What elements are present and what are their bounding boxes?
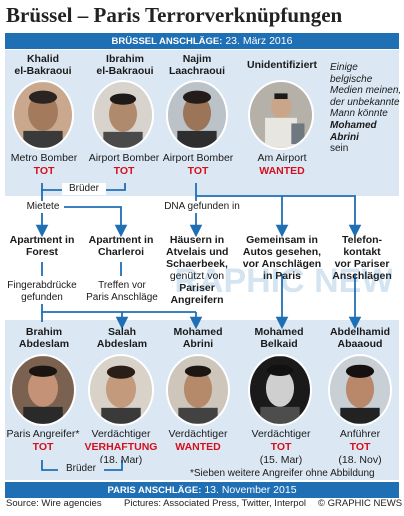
paris-attack-banner: Paris Anschläge: 13. November 2015 bbox=[5, 482, 399, 498]
banner-label: Brüssel Anschläge: bbox=[111, 36, 223, 47]
apartment-charleroi: Apartment in Charleroi bbox=[88, 234, 154, 258]
brothers-label-bottom: Brüder bbox=[58, 463, 104, 475]
apartment-forest: Apartment in Forest bbox=[9, 234, 75, 258]
suspect-role: Metro Bomber bbox=[10, 152, 78, 164]
suspect-name: Salah Abdeslam bbox=[96, 326, 148, 350]
suspect-date: (18. Mar) bbox=[99, 454, 143, 466]
graphic-news-credit: © GRAPHIC NEWS bbox=[318, 498, 403, 509]
footnote: *Sieben weitere Angreifer ohne Abbildung bbox=[190, 468, 375, 479]
suspect-status: TOT bbox=[187, 165, 209, 177]
suspect-photo bbox=[166, 354, 230, 426]
suspect-photo bbox=[12, 80, 74, 150]
suspect-status: WANTED bbox=[259, 165, 305, 177]
suspect-name: Mohamed Belkaid bbox=[254, 326, 304, 350]
banner-date: 13. November 2015 bbox=[204, 484, 297, 496]
suspect-name: Abdelhamid Abaaoud bbox=[329, 326, 391, 350]
suspect-photo bbox=[248, 80, 314, 150]
banner-date: 23. März 2016 bbox=[225, 35, 293, 47]
page-title: Brüssel – Paris Terrorverknüpfungen bbox=[6, 3, 343, 27]
suspect-date: (18. Nov) bbox=[338, 454, 382, 466]
suspect-status: VERHAFTUNG bbox=[84, 441, 158, 453]
suspect-status: TOT bbox=[270, 441, 292, 453]
suspect-date: (15. Mar) bbox=[259, 454, 303, 466]
pictures-credit: Pictures: Associated Press, Twitter, Int… bbox=[124, 498, 306, 509]
fingerprints-label: Fingerabdrücke gefunden bbox=[2, 280, 82, 303]
suspect-photo bbox=[88, 354, 154, 426]
suspect-role: Am Airport bbox=[257, 152, 307, 164]
suspect-role: Anführer bbox=[339, 428, 381, 440]
suspect-name: Brahim Abdeslam bbox=[18, 326, 70, 350]
abrini-note: Einige belgische Medien meinen, der unbe… bbox=[330, 62, 402, 155]
suspect-photo bbox=[328, 354, 392, 426]
suspect-role: Paris Angreifer* bbox=[6, 428, 80, 440]
suspect-status: WANTED bbox=[175, 441, 221, 453]
suspect-name: Khalid el-Bakraoui bbox=[14, 53, 72, 77]
suspect-status: TOT bbox=[32, 441, 54, 453]
banner-label: Paris Anschläge: bbox=[107, 485, 202, 496]
suspect-role: Verdächtiger bbox=[168, 428, 228, 440]
suspect-status: TOT bbox=[349, 441, 371, 453]
suspect-photo bbox=[10, 354, 76, 426]
suspect-name: Ibrahim el-Bakraoui bbox=[96, 53, 154, 77]
phone-contact-box: Telefon- kontakt vor Pariser Anschlägen bbox=[332, 234, 392, 282]
brussels-attack-banner: Brüssel Anschläge: 23. März 2016 bbox=[5, 33, 399, 49]
meeting-label: Treffen vor Paris Anschläge bbox=[80, 280, 164, 303]
suspect-status: TOT bbox=[33, 165, 55, 177]
suspect-role: Verdächtiger bbox=[251, 428, 311, 440]
dna-label: DNA gefunden in bbox=[160, 201, 244, 213]
rented-label: Mietete bbox=[22, 201, 64, 213]
suspect-photo bbox=[166, 80, 228, 150]
suspect-role: Verdächtiger bbox=[91, 428, 151, 440]
cars-box: Gemeinsam in Autos gesehen, vor Anschläg… bbox=[242, 234, 322, 282]
suspect-name: Najim Laachraoui bbox=[168, 53, 226, 77]
suspect-photo bbox=[248, 354, 312, 426]
brothers-label-top: Brüder bbox=[62, 183, 106, 195]
source-credit: Source: Wire agencies bbox=[6, 498, 102, 509]
suspect-status: TOT bbox=[113, 165, 135, 177]
suspect-role: Airport Bomber bbox=[88, 152, 160, 164]
suspect-name: Mohamed Abrini bbox=[173, 326, 223, 350]
suspect-role: Airport Bomber bbox=[162, 152, 234, 164]
suspect-name: Unidentifiziert bbox=[247, 59, 317, 71]
houses-box: Häusern in Atvelais und Schaerbeek, genü… bbox=[166, 234, 229, 306]
suspect-photo bbox=[92, 80, 154, 150]
